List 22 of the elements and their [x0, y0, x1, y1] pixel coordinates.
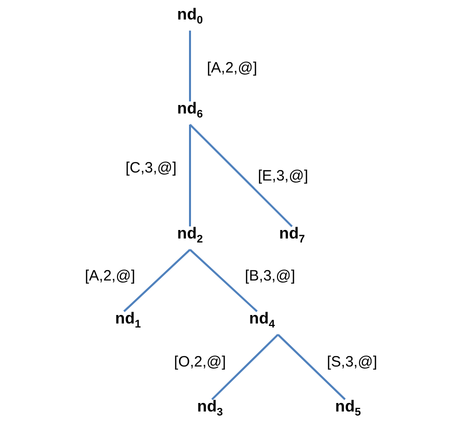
- connector-line: [211, 334, 279, 400]
- node-label: nd$_{5}$: [335, 398, 361, 422]
- edge-label: [B,3,@]: [244, 268, 296, 284]
- connector-line: [123, 248, 191, 312]
- connector-line: [189, 30, 191, 102]
- connector-line: [189, 124, 293, 228]
- node-label: nd$_{6}$: [177, 100, 203, 124]
- connector-line: [189, 124, 191, 226]
- node-label: nd$_{4}$: [249, 310, 275, 334]
- connector-line: [189, 248, 258, 312]
- node-label: nd$_{1}$: [115, 310, 141, 334]
- edge-label: [C,3,@]: [125, 160, 177, 176]
- connector-line: [277, 334, 346, 400]
- edge-label: [E,3,@]: [258, 168, 308, 184]
- node-label: nd$_{3}$: [197, 398, 223, 422]
- edge-label: [S,3,@]: [326, 354, 378, 370]
- edge-label: [O,2,@]: [174, 354, 226, 370]
- node-label: nd$_{7}$: [279, 225, 305, 249]
- edge-label: [A,2,@]: [84, 268, 136, 284]
- node-label: nd$_{2}$: [177, 225, 203, 249]
- node-label: nd$_{0}$: [177, 6, 203, 30]
- edge-label: [A,2,@]: [206, 60, 258, 76]
